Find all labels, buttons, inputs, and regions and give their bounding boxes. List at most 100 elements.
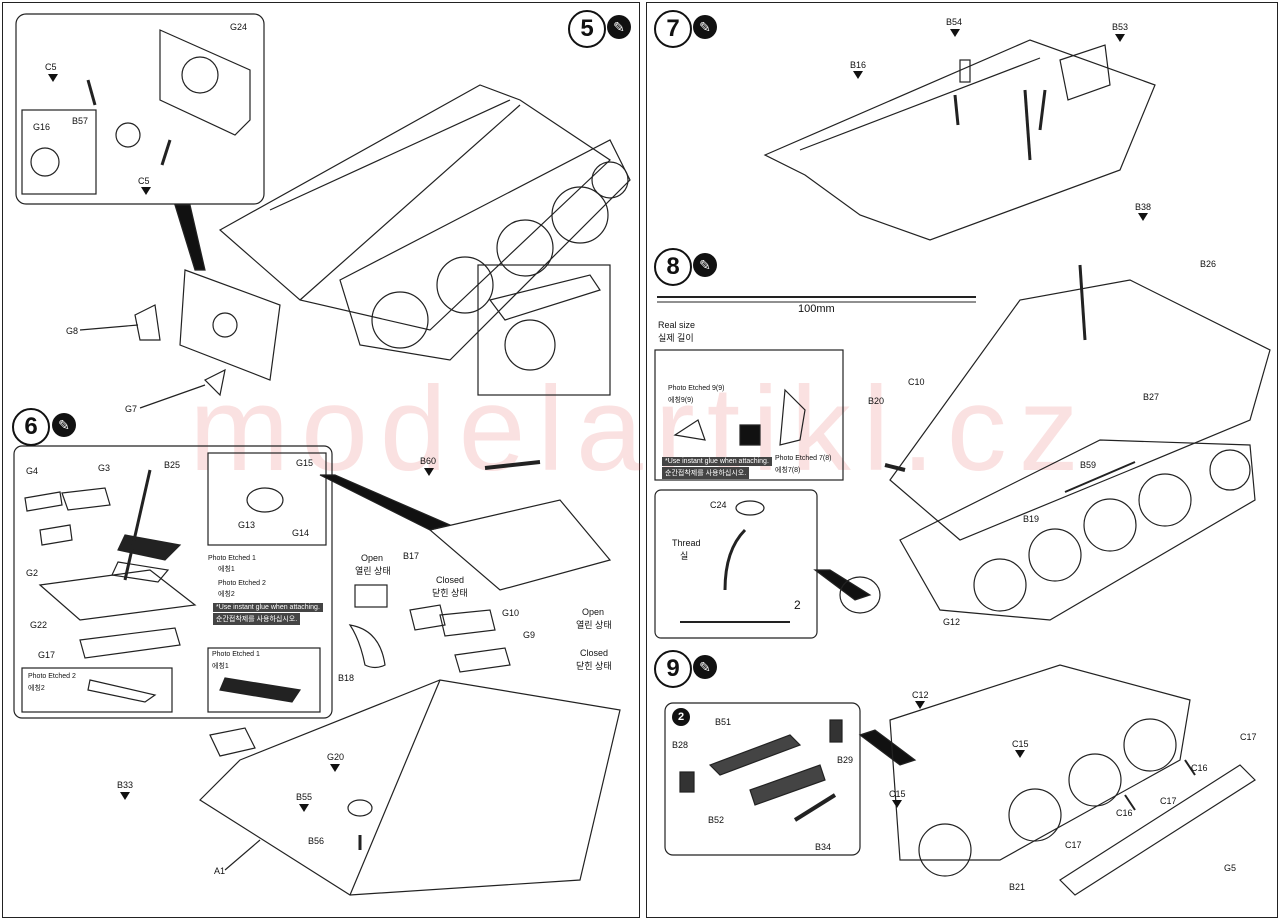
parts-tree-icon [950, 29, 960, 37]
parts-tree-icon [330, 764, 340, 772]
step9-c16-bracket-a [1124, 794, 1136, 811]
label-b56: B56 [308, 836, 325, 846]
label-closed: Closed [436, 575, 465, 585]
label-g14: G14 [292, 528, 310, 538]
glue-icon: ✎ [693, 253, 717, 277]
instant-glue-warning-ko: 순간접착제를 사용하십시오. [662, 467, 750, 479]
step7-b16-part [953, 94, 960, 126]
step8-sprocket [1209, 449, 1251, 491]
step8-pe9-part [673, 419, 706, 441]
parts-tree-icon [1115, 34, 1125, 42]
instant-glue-warning: *Use instant glue when attaching. [213, 603, 323, 612]
label-b33: B33 [117, 780, 134, 790]
parts-tree-icon [915, 701, 925, 709]
label-closed-2-ko: 닫힌 상태 [576, 661, 612, 671]
step5-hatch-ring [181, 56, 219, 94]
step9-c16-bracket-b [1184, 759, 1196, 776]
label-g20: G20 [327, 752, 345, 762]
label-open-2-ko: 열린 상태 [576, 620, 612, 630]
label-b17: B17 [403, 551, 420, 561]
label-b26: B26 [1200, 259, 1217, 269]
label-photo-etched-7: Photo Etched 7(8) [775, 455, 832, 462]
label-b25: B25 [164, 460, 181, 470]
step6-photo-etched-2 [111, 561, 170, 583]
label-photo-etched-1-b: Photo Etched 1 [212, 651, 260, 658]
step5-g8-part [134, 304, 161, 341]
step8-pe-box [654, 349, 844, 481]
measure-label: 100mm [798, 303, 835, 315]
label-photo-etched-2-ko: 에칭2 [218, 591, 235, 598]
step8-b26-antenna-mount [1078, 264, 1087, 341]
label-photo-etched-2: Photo Etched 2 [218, 580, 266, 587]
label-photo-etched-2-b-ko: 에칭2 [28, 685, 45, 692]
label-g16: G16 [33, 122, 51, 132]
step6-g3-part [61, 487, 111, 511]
step5-hull-body [218, 84, 611, 331]
step9-wheel-4 [1123, 718, 1177, 772]
right-page-frame [646, 2, 1278, 918]
step5-hull-edge [269, 99, 511, 211]
label-c16: C16 [1191, 763, 1208, 773]
step5-detail-fender [488, 274, 601, 321]
label-g12: G12 [943, 617, 961, 627]
label-b51: B51 [715, 717, 732, 727]
parts-tree-icon [853, 71, 863, 79]
label-photo-etched-9: Photo Etched 9(9) [668, 385, 725, 392]
step6-b25-rod [123, 469, 152, 581]
label-open-2: Open [582, 607, 605, 617]
step9-hull [889, 664, 1191, 861]
label-real-size: Real size [658, 320, 696, 330]
step6-g9-panel [454, 647, 511, 673]
step8-thread-box [654, 489, 818, 639]
step8-wheel-1 [973, 558, 1027, 612]
step6-subinset-c [21, 667, 173, 713]
label-g10: G10 [502, 608, 520, 618]
label-g9: G9 [523, 630, 536, 640]
label-b55: B55 [296, 792, 313, 802]
step6-leader-a1 [224, 839, 261, 871]
instant-glue-warning: *Use instant glue when attaching. [662, 457, 772, 466]
step6-b55-part [347, 799, 373, 817]
step6-g10-panel [439, 609, 496, 637]
label-g24: G24 [230, 22, 248, 32]
label-b54: B54 [946, 17, 963, 27]
label-g2: G2 [26, 568, 39, 578]
step5-rear-plate-ring [212, 312, 238, 338]
step7-b54-part [959, 59, 971, 83]
label-closed-2: Closed [580, 648, 609, 658]
label-photo-etched-2-b: Photo Etched 2 [28, 673, 76, 680]
step5-g16-part [30, 147, 60, 177]
label-g17: G17 [38, 650, 56, 660]
label-g7: G7 [125, 404, 138, 414]
step5-subinset-frame [21, 109, 97, 195]
step5-c5-rod-a [86, 79, 97, 106]
label-c10: C10 [908, 377, 925, 387]
label-photo-etched-1-b-ko: 에칭1 [212, 663, 229, 670]
parts-tree-icon [424, 468, 434, 476]
step9-g5-skirt [1059, 764, 1256, 896]
label-photo-etched-9-ko: 에칭9(9) [668, 397, 694, 404]
label-c16-b: C16 [1116, 808, 1133, 818]
step9-inset-frame [664, 702, 861, 856]
label-c24: C24 [710, 500, 727, 510]
step5-detail-frame [477, 264, 611, 396]
glue-icon: ✎ [52, 413, 76, 437]
label-c5: C5 [138, 176, 150, 186]
label-thread-ko: 실 [680, 551, 689, 561]
step7-b53-vent [1059, 44, 1111, 101]
label-b38: B38 [1135, 202, 1152, 212]
label-g15: G15 [296, 458, 314, 468]
label-photo-etched-7-ko: 에칭7(8) [775, 467, 801, 474]
parts-tree-icon [299, 804, 309, 812]
step8-wheel-4 [1138, 473, 1192, 527]
step5-leader-g7 [139, 384, 206, 409]
step6-b33-part [209, 727, 256, 757]
label-c12: C12 [912, 690, 929, 700]
label-g4: G4 [26, 466, 39, 476]
step6-pe1-sheet [219, 677, 302, 703]
step6-b17-open [354, 584, 388, 608]
glue-icon: ✎ [693, 655, 717, 679]
label-g5: G5 [1224, 863, 1237, 873]
step8-track-run [899, 439, 1256, 621]
